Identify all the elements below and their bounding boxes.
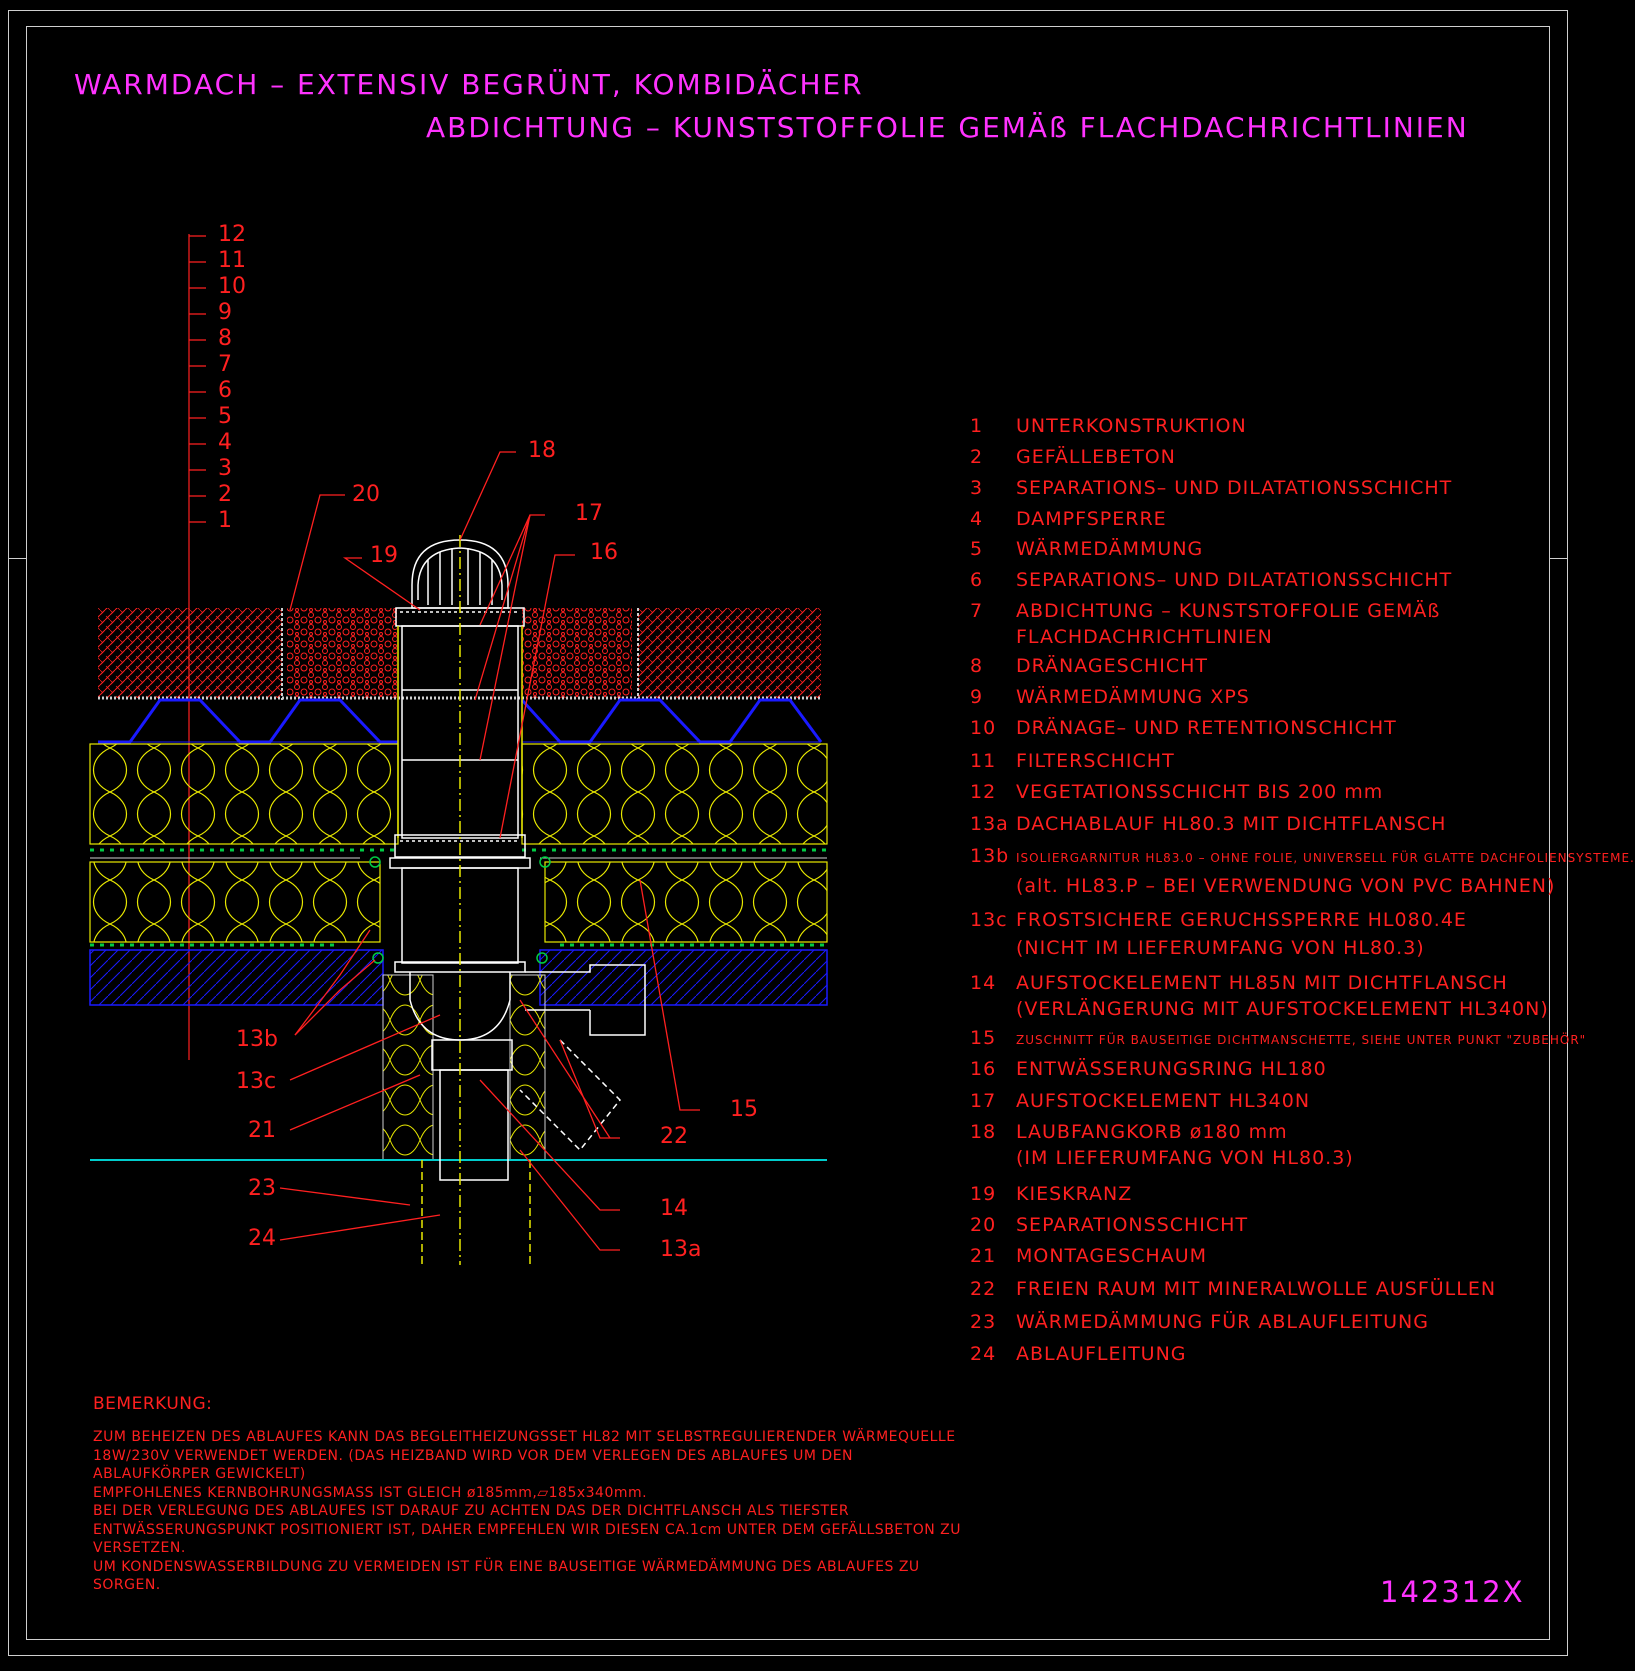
- drawing-frame-inner: [26, 26, 1550, 1640]
- legend-item-continuation: FLACHDACHRICHTLINIEN: [1016, 626, 1273, 648]
- callout-13a: 13a: [660, 1237, 702, 1262]
- callout-13b: 13b: [236, 1027, 278, 1052]
- concrete-slab: [89, 949, 828, 1006]
- legend-item-continuation: (alt. HL83.P – BEI VERWENDUNG VON PVC BA…: [1016, 875, 1556, 897]
- drawing-frame-outer: [8, 10, 1568, 1656]
- drain-body: [369, 535, 646, 1265]
- leader-lines: [279, 451, 700, 1251]
- frame-tick-left: [8, 558, 26, 559]
- callout-17: 17: [575, 501, 603, 526]
- callout-20: 20: [352, 482, 380, 507]
- legend-item-continuation: (VERLÄNGERUNG MIT AUFSTOCKELEMENT HL340N…: [1016, 998, 1549, 1020]
- callout-24: 24: [248, 1226, 276, 1251]
- layer-scale-label: 9: [218, 300, 232, 325]
- remarks-heading: BEMERKUNG:: [93, 1394, 213, 1414]
- layer-scale-label: 2: [218, 482, 232, 507]
- remark-line: ABLAUFKÖRPER GEWICKELT): [93, 1466, 306, 1482]
- xps-insulation: [89, 743, 828, 845]
- title-line-1: WARMDACH – EXTENSIV BEGRÜNT, KOMBIDÄCHER: [74, 68, 864, 101]
- remark-line: 18W/230V VERWENDET WERDEN. (DAS HEIZBAND…: [93, 1447, 854, 1464]
- callout-16: 16: [590, 540, 618, 565]
- title-line-2: ABDICHTUNG – KUNSTSTOFFOLIE GEMÄß FLACHD…: [426, 111, 1469, 144]
- remark-line: ENTWÄSSERUNGSPUNKT POSITIONIERT IST, DAH…: [93, 1521, 961, 1538]
- legend-item-continuation: (IM LIEFERUMFANG VON HL80.3): [1016, 1147, 1354, 1169]
- membrane-layer: [90, 848, 827, 947]
- layer-scale-label: 4: [218, 430, 232, 455]
- layer-scale-label: 11: [218, 248, 246, 273]
- layer-scale-label: 12: [218, 222, 246, 247]
- callout-14: 14: [660, 1196, 688, 1221]
- callout-23: 23: [248, 1176, 276, 1201]
- remark-line: SORGEN.: [93, 1577, 161, 1593]
- section-drawing: [89, 234, 828, 1265]
- drainage-layer: [98, 698, 823, 744]
- callout-15: 15: [730, 1097, 758, 1122]
- layer-scale-label: 7: [218, 352, 232, 377]
- drawing-number: 142312X: [1380, 1575, 1525, 1609]
- callout-13c: 13c: [236, 1069, 277, 1094]
- remark-line: ZUM BEHEIZEN DES ABLAUFES KANN DAS BEGLE…: [93, 1429, 956, 1445]
- legend-item-continuation: (NICHT IM LIEFERUMFANG VON HL80.3): [1016, 937, 1425, 959]
- remark-line: EMPFOHLENES KERNBOHRUNGSMASS IST GLEICH …: [93, 1484, 648, 1501]
- remark-line: BEI DER VERLEGUNG DES ABLAUFES IST DARAU…: [93, 1503, 850, 1519]
- layer-scale-label: 10: [218, 274, 246, 299]
- frame-tick-right: [1550, 558, 1568, 559]
- core-hole-foam: [90, 974, 827, 1161]
- vegetation-layer: [98, 608, 821, 700]
- layer-scale-label: 1: [218, 508, 232, 533]
- layer-scale-label: 8: [218, 326, 232, 351]
- thermal-insulation: [89, 861, 828, 943]
- remark-line: VERSETZEN.: [93, 1540, 186, 1556]
- callout-22: 22: [660, 1124, 688, 1149]
- callout-19: 19: [370, 543, 398, 568]
- remark-line: UM KONDENSWASSERBILDUNG ZU VERMEIDEN IST…: [93, 1558, 920, 1575]
- callout-21: 21: [248, 1118, 276, 1143]
- callout-18: 18: [528, 438, 556, 463]
- layer-scale-label: 5: [218, 404, 232, 429]
- layer-scale-label: 6: [218, 378, 232, 403]
- layer-scale-label: 3: [218, 456, 232, 481]
